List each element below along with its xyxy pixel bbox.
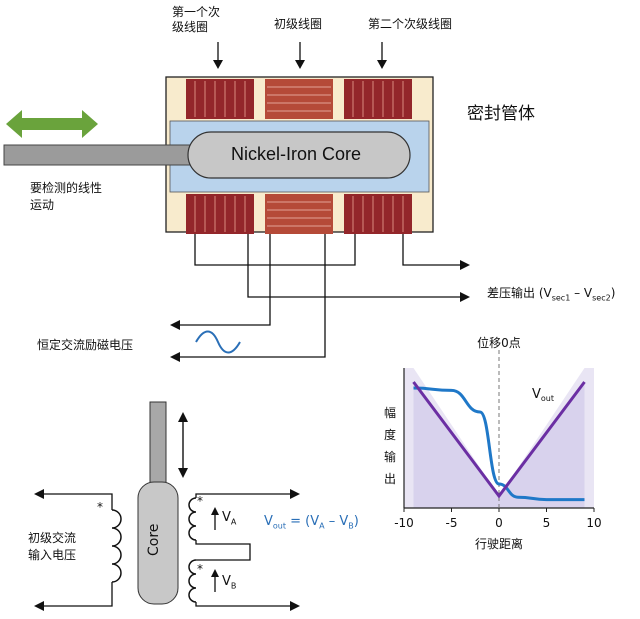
coil-stripes bbox=[194, 81, 404, 232]
secondary-coil-2-label: 第二个次级线圈 bbox=[368, 17, 453, 31]
chart-series-label-vout: Vout bbox=[532, 387, 554, 403]
chart-x-tick-label: 10 bbox=[586, 516, 601, 530]
chart-x-tick-label: 5 bbox=[543, 516, 551, 530]
secondary-b-dot-star: * bbox=[197, 562, 203, 576]
chart-v-fill bbox=[413, 382, 585, 508]
secondary-a-dot-star: * bbox=[197, 494, 203, 508]
output-arrow-bottom bbox=[290, 601, 300, 611]
primary-coil-bottom bbox=[265, 194, 333, 234]
chart-y-label-char: 输 bbox=[384, 449, 396, 464]
wire-arrowheads bbox=[170, 260, 470, 362]
chart-y-label-char: 度 bbox=[384, 427, 396, 442]
output-arrow-top bbox=[290, 489, 300, 499]
secondary-coil-2-top bbox=[344, 79, 412, 119]
differential-output-label: 差压输出 (Vsec1 – Vsec2) bbox=[487, 286, 616, 303]
secondary-coil-a-symbol bbox=[188, 497, 197, 541]
chart-series-vout bbox=[412, 381, 586, 499]
secondary-coil-1-label: 第一个次级线圈 bbox=[172, 5, 221, 34]
chart-x-label: 行驶距离 bbox=[475, 536, 523, 551]
primary-coil-symbol bbox=[111, 509, 122, 583]
chart-title: 位移0点 bbox=[477, 335, 521, 350]
excitation-sine-icon bbox=[195, 330, 241, 354]
motion-double-arrow bbox=[6, 110, 98, 138]
vb-label: VB bbox=[222, 574, 237, 591]
coil-pointer-arrows bbox=[213, 42, 387, 69]
chart-y-label-char: 幅 bbox=[384, 405, 396, 420]
chart-x-tick-label: -5 bbox=[446, 516, 458, 530]
core-label: Nickel-Iron Core bbox=[231, 144, 362, 164]
nickel-iron-core bbox=[187, 131, 411, 179]
chart-x-tick-label: -10 bbox=[394, 516, 414, 530]
chart-series-blue bbox=[413, 386, 585, 502]
secondary-coil-1-top bbox=[186, 79, 254, 119]
vout-formula: Vout = (VA – VB) bbox=[264, 514, 359, 531]
schematic-core-body bbox=[137, 481, 179, 605]
va-label: VA bbox=[222, 510, 237, 527]
secondary-leads bbox=[195, 493, 290, 607]
voltage-arrows bbox=[211, 507, 219, 592]
wires bbox=[180, 234, 460, 358]
primary-leads bbox=[44, 493, 113, 607]
chart-x-tick-label: 0 bbox=[495, 516, 503, 530]
primary-coil-label: 初级线圈 bbox=[274, 17, 323, 31]
primary-coil-top bbox=[265, 79, 333, 119]
primary-input-label: 初级交流输入电压 bbox=[28, 531, 77, 562]
top-coils bbox=[186, 79, 412, 119]
motion-label: 要检测的线性运动 bbox=[30, 181, 103, 212]
sealed-tube-label: 密封管体 bbox=[467, 104, 535, 124]
primary-lead-arrow-top bbox=[34, 489, 44, 499]
secondary-coil-1-bottom bbox=[186, 194, 254, 234]
primary-coil-stripes bbox=[267, 86, 331, 227]
secondary-coil-b-symbol bbox=[188, 559, 197, 603]
primary-dot-star: * bbox=[97, 500, 103, 514]
bottom-coils bbox=[186, 194, 412, 234]
vertical-motion-arrow bbox=[178, 412, 188, 478]
primary-lead-arrow-bottom bbox=[34, 601, 44, 611]
push-rod bbox=[3, 144, 199, 166]
schematic-core-label: Core bbox=[146, 523, 162, 556]
excitation-label: 恒定交流励磁电压 bbox=[37, 338, 134, 352]
secondary-coil-2-bottom bbox=[344, 194, 412, 234]
chart-y-label-char: 出 bbox=[384, 472, 396, 486]
